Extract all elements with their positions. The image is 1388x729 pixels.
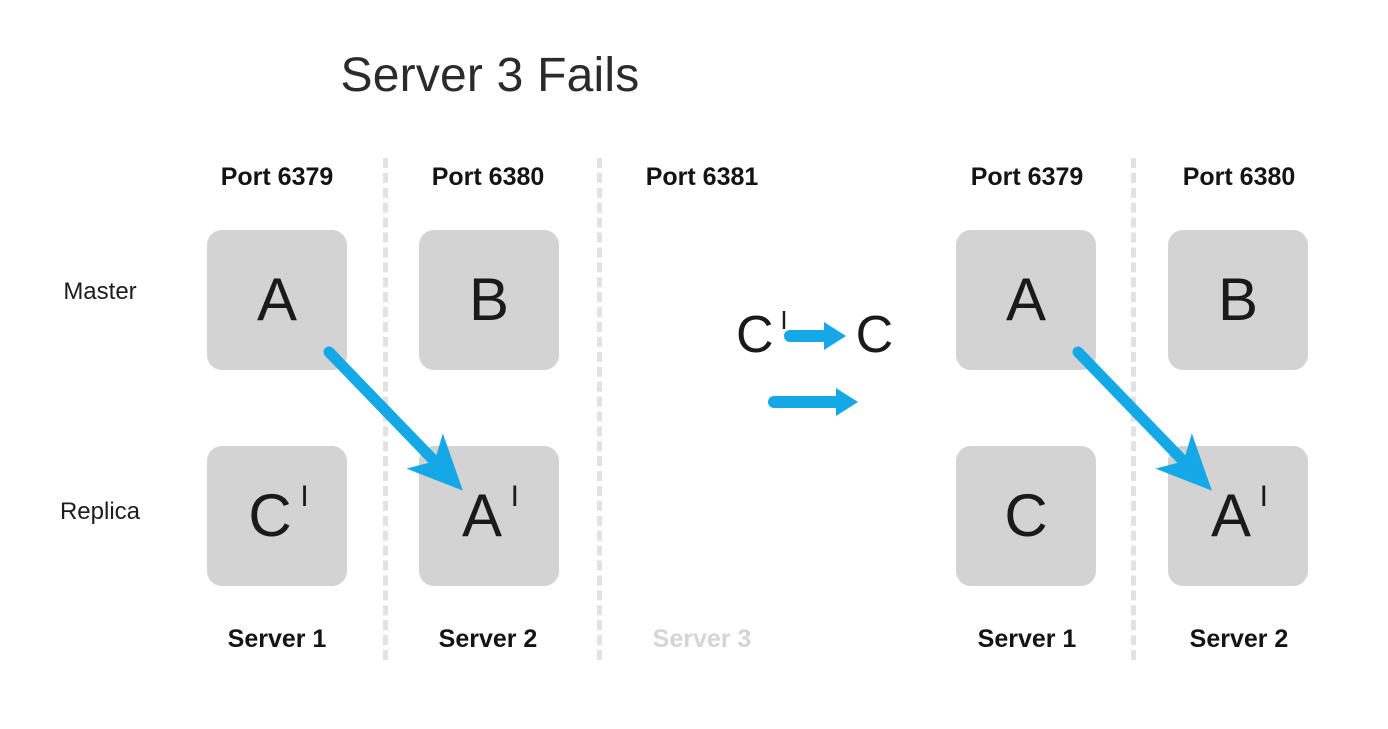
prime-mark: I — [1259, 480, 1269, 513]
port-label-right-server1: Port 6379 — [970, 163, 1084, 191]
node-label: C — [1004, 482, 1048, 549]
port-label-left-server2: Port 6380 — [431, 163, 545, 191]
node-right-server2-master[interactable]: B — [1168, 230, 1308, 370]
node-right-server1-replica[interactable]: C — [956, 446, 1096, 586]
server-label-right-server1: Server 1 — [977, 625, 1077, 653]
port-label-left-server1: Port 6379 — [220, 163, 334, 191]
column-divider-left-1 — [383, 158, 388, 660]
server-label-left-server2: Server 2 — [438, 625, 538, 653]
node-label: A — [256, 266, 298, 333]
prime-mark: I — [300, 480, 309, 513]
column-divider-left-2 — [597, 158, 602, 660]
column-divider-right-1 — [1131, 158, 1136, 660]
node-label: B — [1217, 266, 1259, 333]
row-label-replica: Replica — [59, 498, 141, 525]
server-label-left-server1: Server 1 — [227, 625, 327, 653]
server-label-right-server2: Server 2 — [1189, 625, 1289, 653]
node-label: A — [1005, 266, 1047, 333]
row-label-master: Master — [63, 278, 137, 305]
transition-right-arrow-icon — [768, 388, 864, 416]
annotation-to-label: C — [855, 306, 894, 364]
node-left-server1-master[interactable]: A — [207, 230, 347, 370]
prime-mark: I — [510, 480, 520, 513]
server-label-left-server3: Server 3 — [652, 625, 752, 653]
node-left-server2-master[interactable]: B — [419, 230, 559, 370]
port-label-left-server3: Port 6381 — [645, 163, 759, 191]
right-arrow-icon — [783, 322, 846, 350]
page-title: Server 3 Fails — [340, 49, 640, 102]
port-label-right-server2: Port 6380 — [1182, 163, 1296, 191]
node-label: B — [468, 266, 510, 333]
prime-mark: I — [780, 305, 788, 335]
node-right-server1-master[interactable]: A — [956, 230, 1096, 370]
